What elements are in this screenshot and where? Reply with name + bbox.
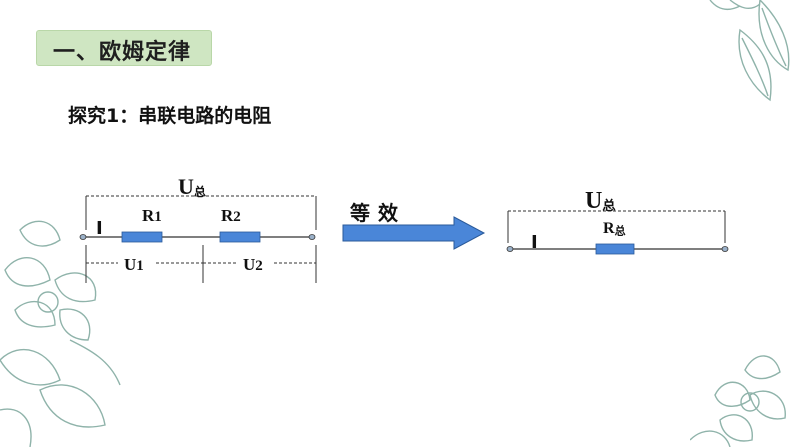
subtitle: 探究1：串联电路的电阻 — [68, 105, 272, 127]
r2-label: R2 — [221, 206, 241, 225]
equivalence-arrow — [342, 216, 486, 250]
total-voltage-label-left: U总 — [178, 174, 206, 199]
resistor-total — [595, 243, 635, 255]
equivalent-circuit-diagram — [506, 210, 729, 255]
resistor-r2 — [219, 231, 261, 243]
current-label-right: I — [531, 232, 538, 253]
series-circuit-diagram — [79, 195, 317, 283]
section-title-badge: 一、欧姆定律 — [36, 30, 212, 66]
terminal — [308, 234, 316, 240]
leaf-decoration-top-right — [709, 0, 790, 102]
flower-decoration-bottom-right — [690, 355, 786, 447]
current-label-left: I — [96, 218, 103, 239]
section-title: 一、欧姆定律 — [53, 40, 192, 65]
u1-label: U1 — [124, 255, 144, 274]
terminal — [79, 234, 87, 240]
equivalence-label: 等效 — [350, 201, 406, 225]
resistor-total-label: R总 — [603, 220, 626, 238]
terminal — [506, 246, 514, 252]
resistor-r1 — [121, 231, 163, 243]
r1-label: R1 — [142, 206, 162, 225]
terminal — [721, 246, 729, 252]
flower-decoration-left — [0, 220, 121, 447]
u2-label: U2 — [243, 255, 263, 274]
total-voltage-label-right: U总 — [585, 188, 616, 214]
